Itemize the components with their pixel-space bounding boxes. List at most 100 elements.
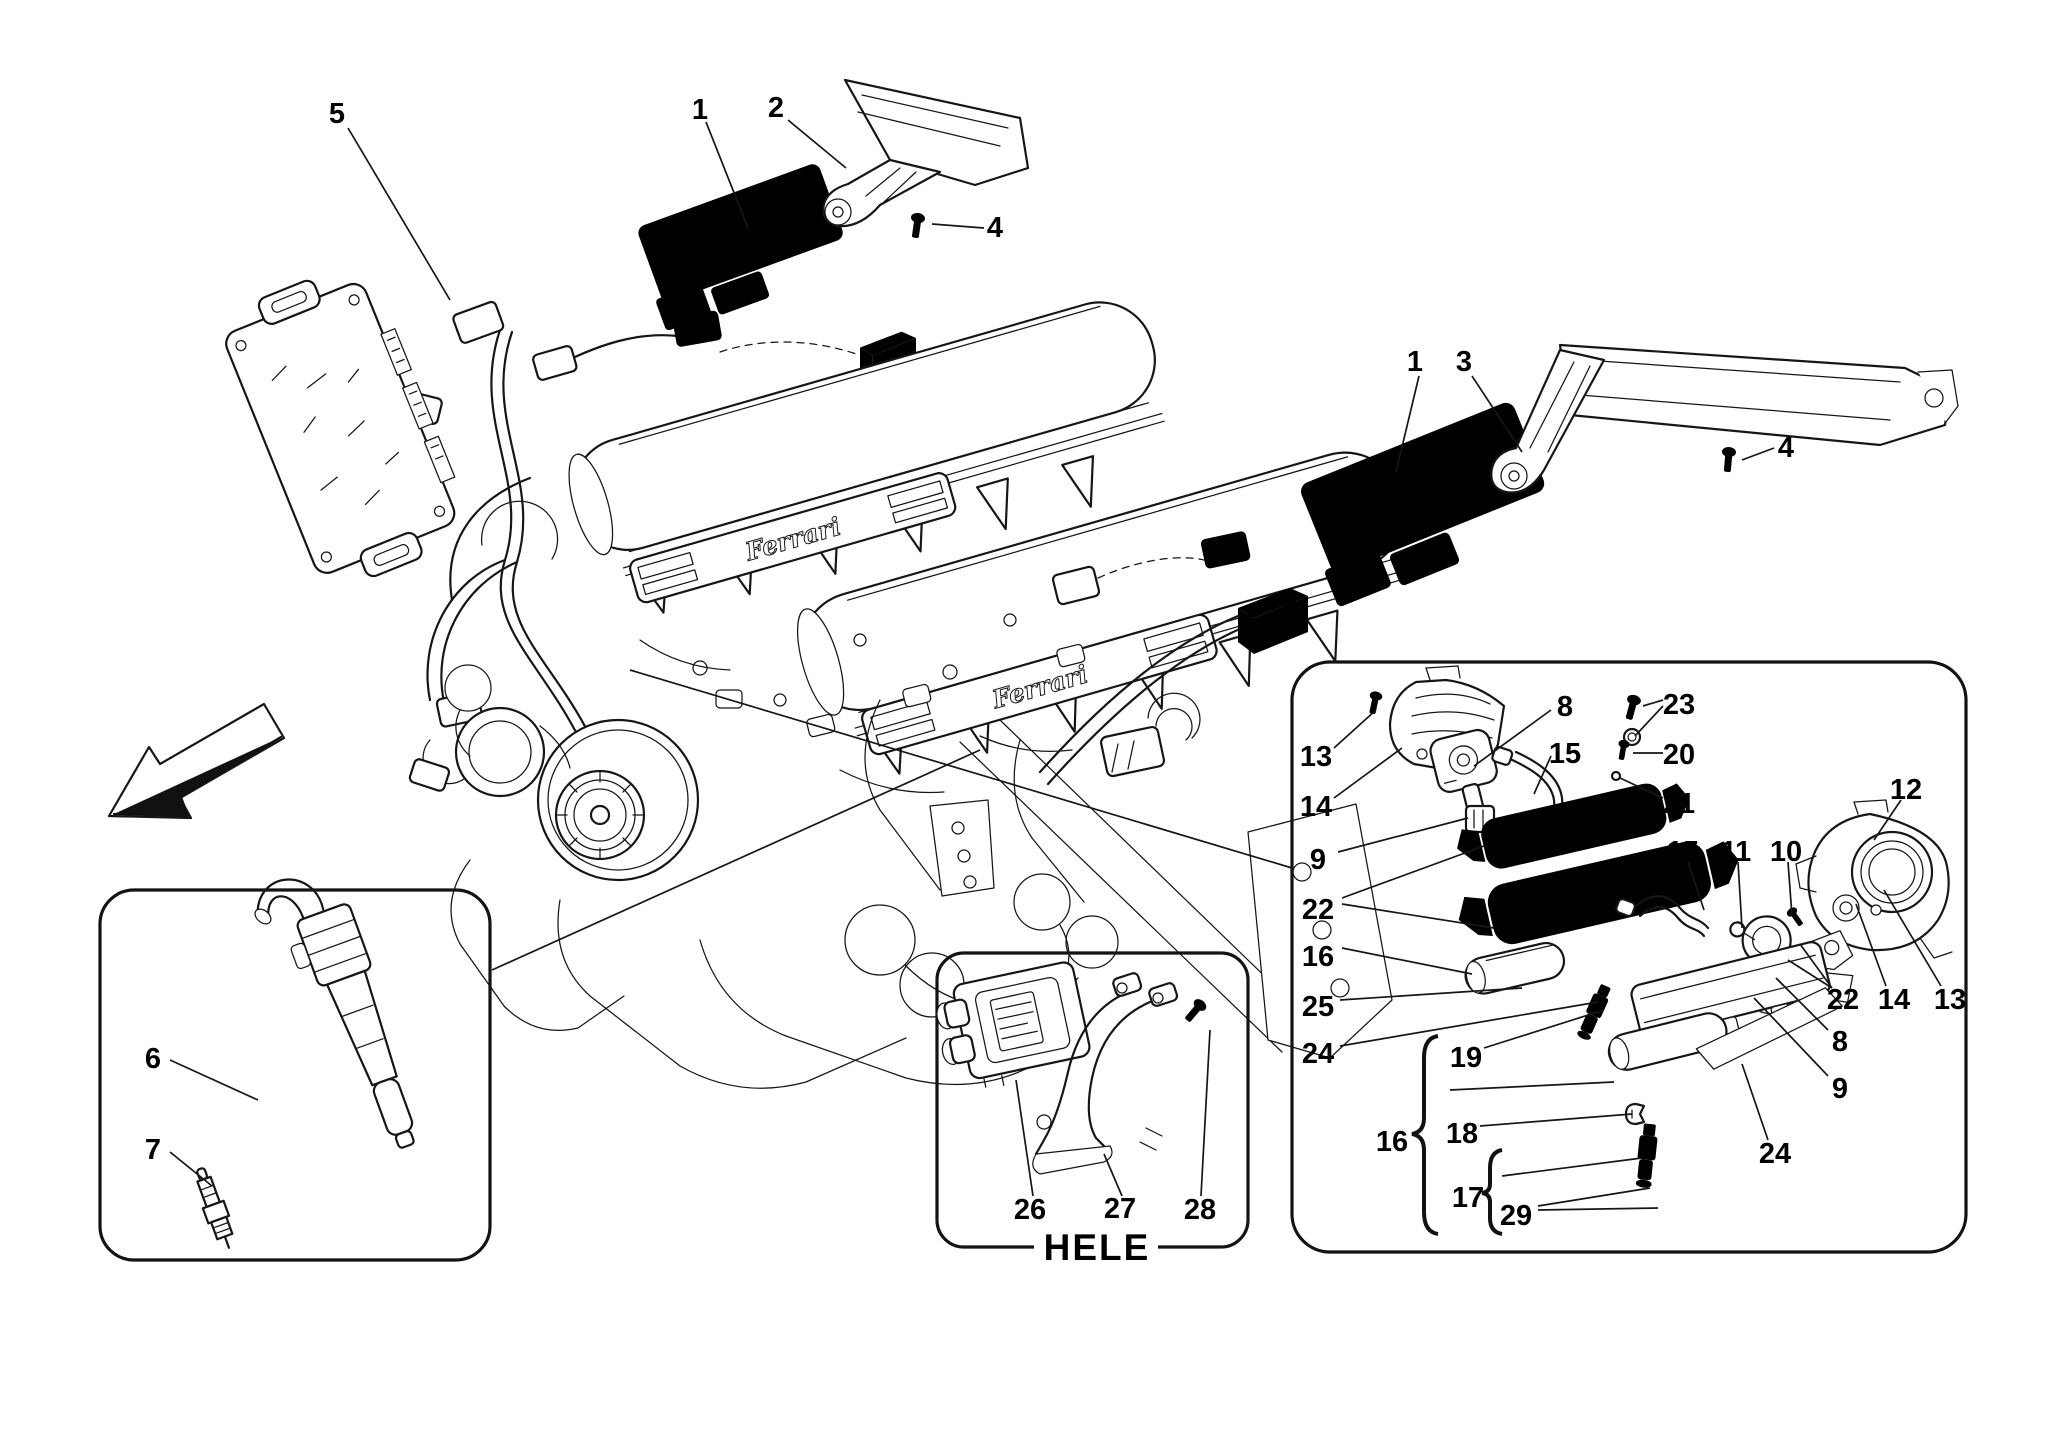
leader-line <box>1855 903 1887 987</box>
leader-line <box>1619 777 1664 799</box>
leader-line <box>1339 987 1523 1001</box>
ecu-part-5 <box>225 279 456 578</box>
leader-line <box>629 669 1293 869</box>
leader-line <box>491 749 981 971</box>
callout-29: 29 <box>1500 1200 1532 1232</box>
injector-17 <box>1632 1123 1659 1204</box>
callout-14: 14 <box>1878 984 1910 1016</box>
callout-22: 22 <box>1827 984 1859 1016</box>
callout-20: 20 <box>1663 739 1695 771</box>
inset-hele-box: HELE <box>935 951 1250 1268</box>
leader-line <box>1642 699 1664 707</box>
leader-line <box>1473 709 1552 767</box>
alternator <box>444 664 700 882</box>
callout-8: 8 <box>1832 1026 1848 1058</box>
callout-13: 13 <box>1300 741 1332 773</box>
callout-9: 9 <box>1310 844 1326 876</box>
callout-3: 3 <box>1456 346 1472 378</box>
pressure-sensor-8 <box>1429 728 1498 813</box>
leader-line <box>1741 1063 1769 1141</box>
plenum-sensor <box>1051 530 1252 606</box>
leader-line <box>1533 755 1552 795</box>
callout-12: 12 <box>1890 774 1922 806</box>
brace-16 <box>1411 1034 1439 1236</box>
leader-line <box>1200 1029 1211 1197</box>
brace-17 <box>1481 1148 1503 1236</box>
leader-line <box>1687 861 1705 911</box>
callout-21: 21 <box>1663 788 1695 820</box>
spark-plug <box>196 1167 234 1249</box>
leader-line <box>169 1151 213 1187</box>
callout-14: 14 <box>1300 791 1332 823</box>
callout-22: 22 <box>1302 894 1334 926</box>
callout-25: 25 <box>1302 991 1334 1023</box>
callout-26: 26 <box>1014 1194 1046 1226</box>
screw-part-4-right <box>1720 446 1737 473</box>
leader-line <box>1775 977 1829 1031</box>
bracket-part-3 <box>1490 343 1959 494</box>
exhaust-manifold <box>844 873 1119 1042</box>
callout-11: 11 <box>1721 836 1752 868</box>
callout-1: 1 <box>692 94 708 126</box>
leader-line <box>1634 705 1664 737</box>
leader-line <box>1337 817 1469 853</box>
leader-line <box>1799 943 1833 989</box>
callout-16: 16 <box>1376 1126 1408 1158</box>
callout-28: 28 <box>1184 1194 1216 1226</box>
throttle-body-12 <box>1795 799 1953 959</box>
callout-15: 15 <box>1667 836 1699 868</box>
ecu-part-1-top <box>629 161 856 335</box>
leader-line <box>1537 1187 1651 1207</box>
hele-control-unit <box>936 961 1091 1088</box>
bolt-23 <box>1622 693 1643 747</box>
rail-tube-16 <box>1464 941 1566 995</box>
leader-line <box>1737 861 1743 929</box>
bracket-part-2 <box>822 78 1030 228</box>
inset-injection-box <box>1290 660 1968 1254</box>
callout-17: 17 <box>1452 1182 1484 1214</box>
callout-18: 18 <box>1446 1118 1478 1150</box>
leader-line <box>1395 375 1420 473</box>
callout-2: 2 <box>768 92 784 124</box>
bolt-20 <box>1615 739 1631 761</box>
leader-line <box>1787 861 1793 917</box>
hele-screw <box>1181 996 1209 1025</box>
callout-15: 15 <box>1549 738 1581 770</box>
callout-16: 16 <box>1302 941 1334 973</box>
leader-line <box>1753 997 1829 1077</box>
hele-bracket <box>1032 972 1179 1175</box>
screw-part-4-top <box>908 212 926 239</box>
leader-line <box>1341 903 1495 929</box>
fuel-rail-assembly <box>1607 941 1843 1071</box>
leader-line <box>931 223 985 229</box>
leader-line <box>787 119 847 169</box>
callout-4: 4 <box>1778 432 1794 464</box>
leader-line <box>1471 375 1523 453</box>
leader-line <box>1741 447 1775 461</box>
leader-line <box>1537 1207 1659 1211</box>
callout-24: 24 <box>1759 1138 1791 1170</box>
callout-5: 5 <box>329 98 345 130</box>
leader-line <box>1449 1081 1615 1091</box>
harness-right <box>1038 588 1308 786</box>
callout-10: 10 <box>1770 836 1802 868</box>
callout-1: 1 <box>1407 346 1423 378</box>
leader-line <box>1483 1009 1605 1049</box>
leader-line <box>1333 747 1403 799</box>
callout-24: 24 <box>1302 1038 1334 1070</box>
callout-9: 9 <box>1832 1073 1848 1105</box>
leader-line <box>1501 1157 1643 1177</box>
ball-21 <box>1610 770 1622 782</box>
fuel-line-15-mid <box>1615 895 1710 938</box>
callout-13: 13 <box>1934 984 1966 1016</box>
leader-line <box>1873 799 1902 841</box>
leader-line <box>1103 1153 1123 1197</box>
leader-line <box>1339 1001 1599 1047</box>
leader-line <box>1341 947 1473 975</box>
leader-line <box>1787 959 1833 989</box>
chassis-bracket <box>929 719 1393 1059</box>
callout-4: 4 <box>987 212 1003 244</box>
